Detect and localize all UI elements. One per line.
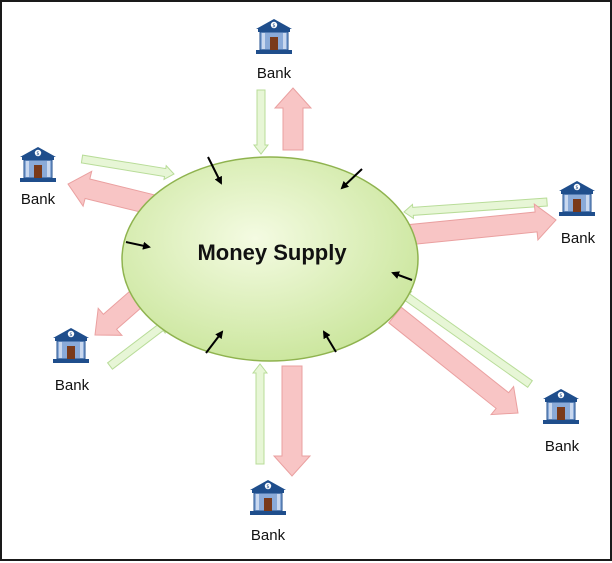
bank-label: Bank [21, 191, 56, 208]
inward-pressure-arrow [125, 241, 151, 250]
money-supply-label: Money Supply [197, 240, 347, 265]
inflow-arrow-top [252, 89, 270, 155]
bank-building-icon [249, 479, 287, 516]
bank-bottom: Bank [249, 479, 287, 544]
inward-pressure-arrow [205, 330, 224, 354]
bank-lower-left: Bank [52, 327, 90, 394]
bank-label: Bank [251, 527, 286, 544]
bank-building-icon [558, 180, 596, 217]
bank-label: Bank [561, 230, 596, 247]
inward-pressure-arrows [125, 156, 413, 354]
bank-lower-right: Bank [542, 388, 580, 455]
inward-pressure-arrow [340, 168, 363, 190]
bank-building-icon [255, 18, 293, 55]
bank-label: Bank [55, 377, 90, 394]
inward-pressure-arrow [391, 271, 413, 281]
inflow-arrow-right [403, 197, 548, 220]
outflow-arrow-top [273, 87, 313, 151]
outflow-arrow-right [404, 203, 557, 246]
inward-pressure-arrow [207, 156, 222, 185]
bank-building-icon [542, 388, 580, 425]
bank-building-icon [19, 146, 57, 183]
money-supply-oval [121, 156, 419, 362]
bank-upper-left: Bank [19, 146, 57, 208]
inward-pressure-arrow [322, 330, 337, 353]
outflow-arrow-lower-left [94, 290, 144, 336]
inflow-arrow-upper-left [80, 154, 175, 181]
flow-arrows [67, 87, 557, 477]
bank-label: Bank [257, 65, 292, 82]
bank-top: Bank [255, 18, 293, 82]
banks: Bank Bank Bank Bank Bank Bank [19, 18, 596, 544]
outflow-arrow-bottom [272, 365, 312, 477]
bank-building-icon [52, 327, 90, 364]
bank-right: Bank [558, 180, 596, 247]
outflow-arrow-lower-right [388, 306, 519, 416]
bank-label: Bank [545, 438, 580, 455]
inflow-arrow-bottom [251, 363, 269, 465]
